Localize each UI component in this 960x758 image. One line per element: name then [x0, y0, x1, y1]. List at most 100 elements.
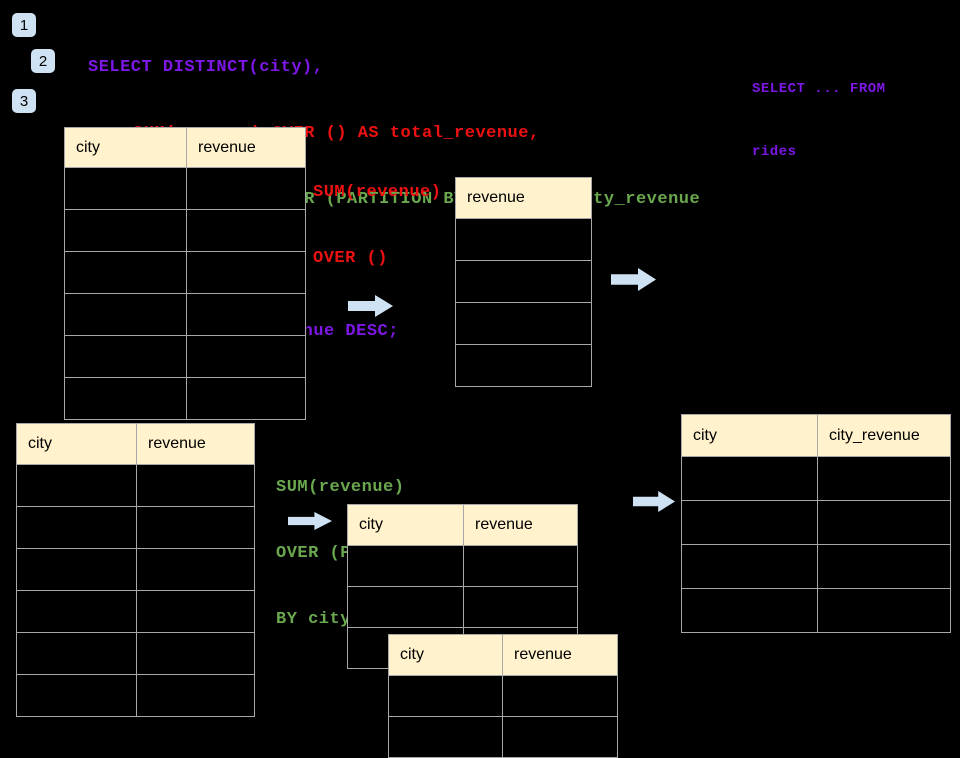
right-arrow-icon	[611, 268, 656, 291]
table-cell	[16, 548, 137, 591]
annotation-partition-line-1: SUM(revenue)	[276, 478, 405, 497]
table-cell	[64, 251, 187, 294]
table-cell	[136, 674, 255, 717]
step-badge-1: 1	[12, 13, 36, 37]
step-badge-2: 2	[31, 49, 55, 73]
table-total-revenue: revenue	[455, 177, 592, 387]
annotation-total-line-1: SUM(revenue)	[313, 183, 442, 202]
table-row	[455, 218, 592, 261]
table-cell	[681, 456, 818, 501]
table-cell	[681, 544, 818, 589]
table-row	[16, 548, 255, 591]
annotation-total-line-2: OVER ()	[313, 249, 388, 268]
table-cell	[16, 674, 137, 717]
table-cell	[817, 588, 951, 633]
table-row	[64, 335, 306, 378]
annotation-total-revenue: SUM(revenue) OVER ()	[313, 138, 441, 292]
table-row	[64, 209, 306, 252]
table-cell	[347, 545, 464, 587]
table-header-row: city city_revenue	[681, 414, 951, 457]
right-arrow-icon	[633, 491, 675, 512]
table-cell	[347, 586, 464, 628]
table-row	[388, 716, 618, 758]
column-header-revenue: revenue	[136, 423, 255, 465]
table-cell	[186, 251, 306, 294]
table-source-bottom: city revenue	[16, 423, 255, 717]
table-cell	[817, 500, 951, 545]
table-cell	[136, 590, 255, 633]
table-result: city city_revenue	[681, 414, 951, 633]
table-row	[388, 675, 618, 717]
table-row	[16, 674, 255, 717]
table-cell	[502, 675, 618, 717]
table-cell	[455, 344, 592, 387]
table-cell	[136, 506, 255, 549]
table-header-row: city revenue	[388, 634, 618, 676]
column-header-revenue: revenue	[186, 127, 306, 168]
table-cell	[817, 544, 951, 589]
table-row	[16, 632, 255, 675]
table-cell	[817, 456, 951, 501]
table-row	[455, 344, 592, 387]
table-cell	[64, 209, 187, 252]
table-cell	[681, 500, 818, 545]
table-source-top: city revenue	[64, 127, 306, 420]
table-row	[64, 293, 306, 336]
table-cell	[136, 464, 255, 507]
table-cell	[64, 293, 187, 336]
side-note-line-2: rides	[752, 144, 797, 160]
column-header-city: city	[64, 127, 187, 168]
right-arrow-icon	[348, 295, 393, 317]
table-cell	[186, 335, 306, 378]
table-row	[681, 500, 951, 545]
column-header-city: city	[681, 414, 818, 457]
column-header-city: city	[388, 634, 503, 676]
table-cell	[136, 548, 255, 591]
table-cell	[16, 506, 137, 549]
slide-canvas: { "background": "#000000", "colors": { "…	[12, 13, 951, 758]
table-row	[64, 377, 306, 420]
step-badge-3: 3	[12, 89, 36, 113]
table-cell	[455, 302, 592, 345]
side-note-code: SELECT ... FROM rides	[752, 37, 886, 184]
table-cell	[463, 545, 578, 587]
table-header-row: city revenue	[347, 504, 578, 546]
table-header-row: revenue	[455, 177, 592, 219]
table-cell	[455, 260, 592, 303]
table-row	[16, 464, 255, 507]
table-cell	[16, 632, 137, 675]
table-cell	[16, 464, 137, 507]
table-cell	[64, 335, 187, 378]
column-header-revenue: revenue	[502, 634, 618, 676]
table-cell	[502, 716, 618, 758]
column-header-revenue: revenue	[455, 177, 592, 219]
table-row	[681, 456, 951, 501]
table-row	[64, 167, 306, 210]
column-header-revenue: revenue	[463, 504, 578, 546]
side-note-line-1: SELECT ... FROM	[752, 81, 886, 97]
table-cell	[186, 209, 306, 252]
table-cell	[455, 218, 592, 261]
table-row	[455, 260, 592, 303]
table-cell	[16, 590, 137, 633]
table-row	[64, 251, 306, 294]
table-row	[681, 588, 951, 633]
column-header-city: city	[16, 423, 137, 465]
table-cell	[388, 716, 503, 758]
table-row	[681, 544, 951, 589]
table-cell	[388, 675, 503, 717]
table-row	[16, 590, 255, 633]
table-cell	[186, 377, 306, 420]
table-cell	[681, 588, 818, 633]
table-cell	[136, 632, 255, 675]
table-partition-overlay: city revenue	[388, 634, 618, 758]
table-header-row: city revenue	[16, 423, 255, 465]
table-header-row: city revenue	[64, 127, 306, 168]
sql-line-select: SELECT DISTINCT(city),	[88, 58, 324, 77]
table-cell	[463, 586, 578, 628]
table-row	[16, 506, 255, 549]
right-arrow-icon	[288, 512, 332, 530]
table-cell	[186, 293, 306, 336]
table-cell	[64, 377, 187, 420]
column-header-city-revenue: city_revenue	[817, 414, 951, 457]
